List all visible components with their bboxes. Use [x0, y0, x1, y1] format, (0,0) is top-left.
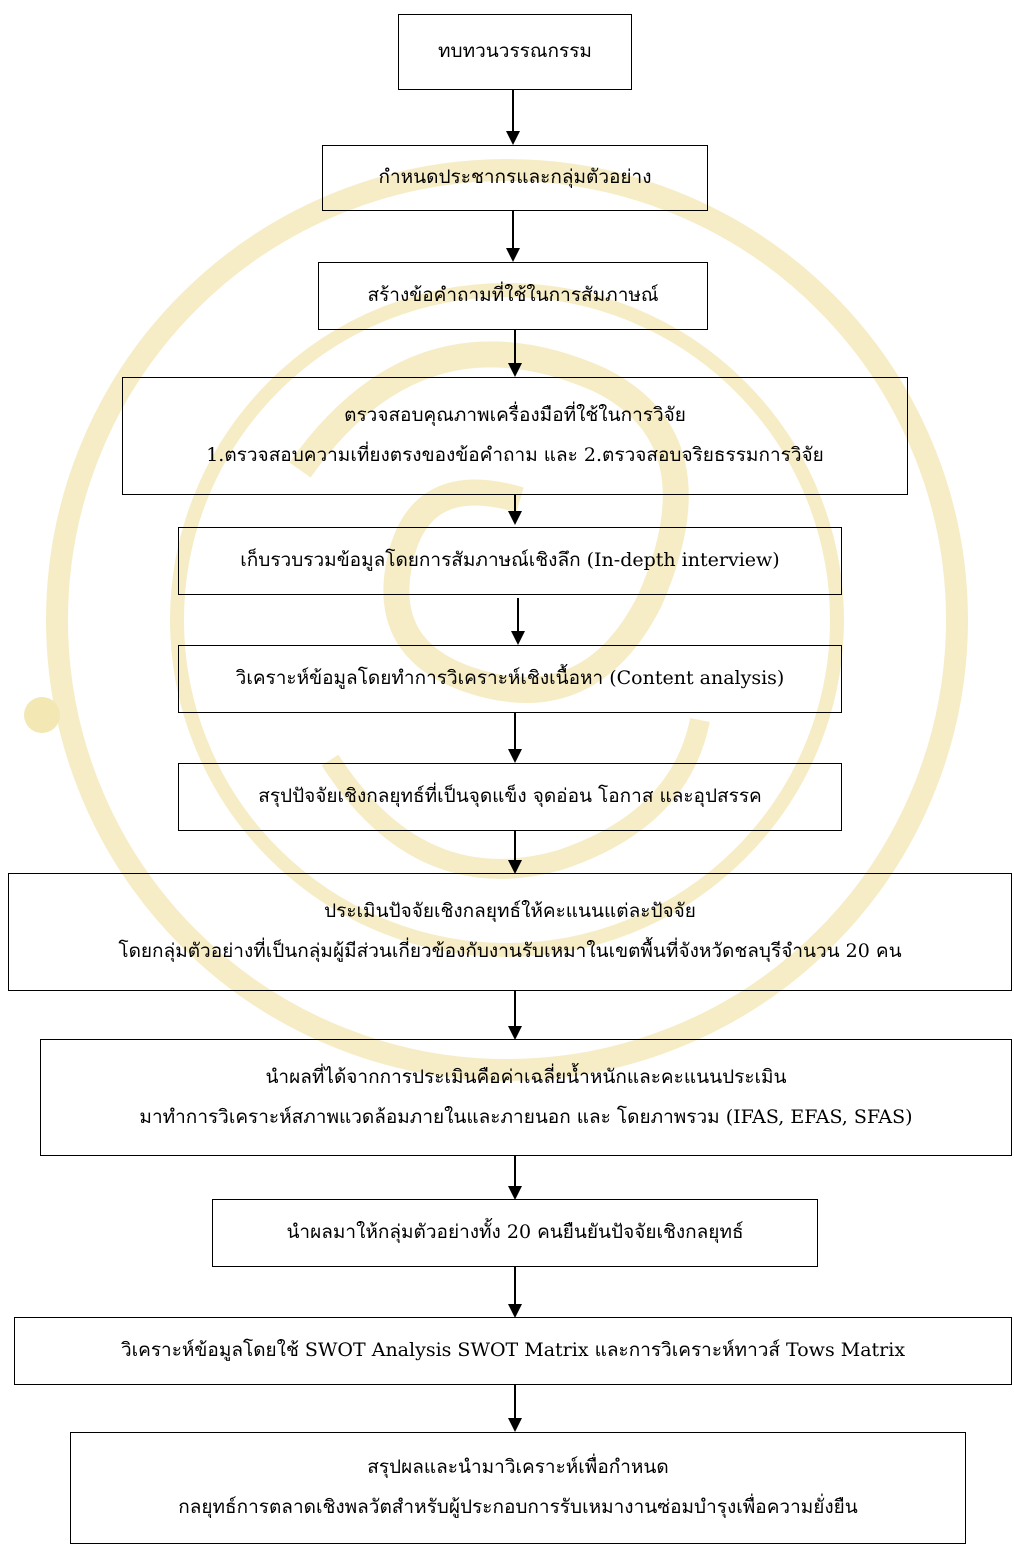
step-4-box: ตรวจสอบคุณภาพเครื่องมือที่ใช้ในการวิจัย …: [122, 377, 908, 495]
step-5-text: เก็บรวบรวมข้อมูลโดยการสัมภาษณ์เชิงลึก (I…: [240, 549, 780, 572]
step-3-text: สร้างข้อคำถามที่ใช้ในการสัมภาษณ์: [367, 284, 659, 307]
step-10-box: นำผลมาให้กลุ่มตัวอย่างทั้ง 20 คนยืนยันปั…: [212, 1199, 818, 1267]
step-4-text-line-1: ตรวจสอบคุณภาพเครื่องมือที่ใช้ในการวิจัย: [344, 404, 686, 427]
step-6-text: วิเคราะห์ข้อมูลโดยทำการวิเคราะห์เชิงเนื้…: [235, 667, 785, 690]
step-2-box: กำหนดประชากรและกลุ่มตัวอย่าง: [322, 145, 708, 211]
step-1-box: ทบทวนวรรณกรรม: [398, 14, 632, 90]
step-3-box: สร้างข้อคำถามที่ใช้ในการสัมภาษณ์: [318, 262, 708, 330]
step-12-text-line-1: สรุปผลและนำมาวิเคราะห์เพื่อกำหนด: [367, 1456, 669, 1479]
step-9-text-line-1: นำผลที่ได้จากการประเมินคือค่าเฉลี่ยน้ำหน…: [265, 1065, 787, 1088]
step-9-text-line-2: มาทำการวิเคราะห์สภาพแวดล้อมภายในและภายนอ…: [139, 1105, 913, 1128]
step-5-box: เก็บรวบรวมข้อมูลโดยการสัมภาษณ์เชิงลึก (I…: [178, 527, 842, 595]
step-12-box: สรุปผลและนำมาวิเคราะห์เพื่อกำหนด กลยุทธ์…: [70, 1432, 966, 1544]
step-7-box: สรุปปัจจัยเชิงกลยุทธ์ที่เป็นจุดแข็ง จุดอ…: [178, 763, 842, 831]
step-7-text: สรุปปัจจัยเชิงกลยุทธ์ที่เป็นจุดแข็ง จุดอ…: [258, 785, 762, 808]
step-1-text: ทบทวนวรรณกรรม: [438, 40, 592, 63]
step-11-box: วิเคราะห์ข้อมูลโดยใช้ SWOT Analysis SWOT…: [14, 1317, 1012, 1385]
step-12-text-line-2: กลยุทธ์การตลาดเชิงพลวัตสำหรับผู้ประกอบกา…: [178, 1496, 858, 1518]
step-8-box: ประเมินปัจจัยเชิงกลยุทธ์ให้คะแนนแต่ละปัจ…: [8, 873, 1012, 991]
step-8-text-line-2: โดยกลุ่มตัวอย่างที่เป็นกลุ่มผู้มีส่วนเกี…: [118, 940, 902, 962]
step-4-text-line-2: 1.ตรวจสอบความเที่ยงตรงของข้อคำถาม และ 2.…: [206, 444, 824, 466]
step-8-text-line-1: ประเมินปัจจัยเชิงกลยุทธ์ให้คะแนนแต่ละปัจ…: [324, 900, 696, 923]
step-10-text: นำผลมาให้กลุ่มตัวอย่างทั้ง 20 คนยืนยันปั…: [286, 1221, 744, 1244]
step-11-text: วิเคราะห์ข้อมูลโดยใช้ SWOT Analysis SWOT…: [120, 1339, 906, 1362]
step-9-box: นำผลที่ได้จากการประเมินคือค่าเฉลี่ยน้ำหน…: [40, 1039, 1012, 1156]
step-2-text: กำหนดประชากรและกลุ่มตัวอย่าง: [378, 166, 652, 189]
step-6-box: วิเคราะห์ข้อมูลโดยทำการวิเคราะห์เชิงเนื้…: [178, 645, 842, 713]
